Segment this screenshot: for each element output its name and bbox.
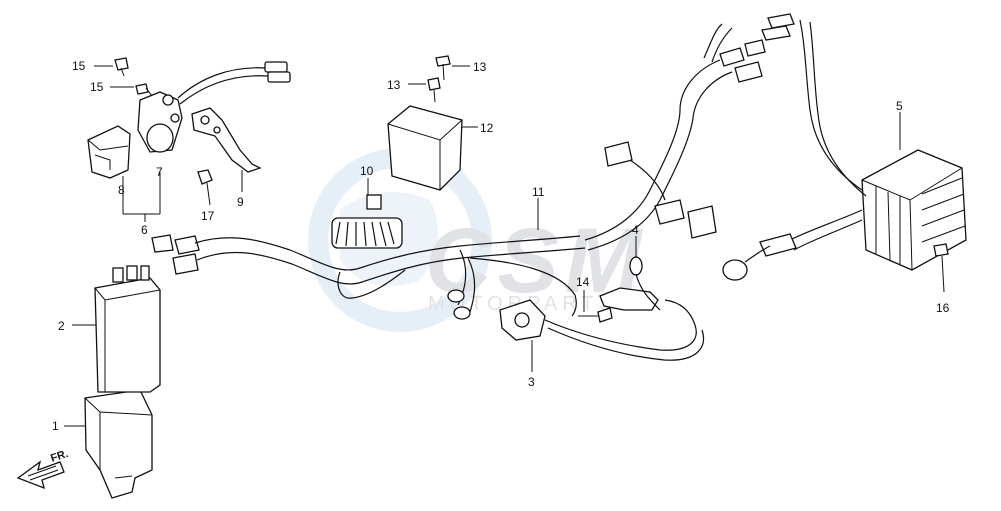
callout-15b: 15	[90, 80, 104, 94]
callout-17: 17	[201, 209, 215, 223]
callout-11: 11	[532, 185, 545, 199]
callout-10: 10	[360, 164, 374, 178]
part-14-bolt	[578, 290, 613, 323]
part-5-regulator	[722, 13, 967, 281]
part-1-holder	[64, 389, 153, 499]
callout-3: 3	[528, 375, 535, 389]
part-3-sensor	[469, 257, 704, 372]
callout-13b: 13	[387, 78, 401, 92]
front-arrow-label: FR.	[49, 448, 70, 465]
callout-13a: 13	[473, 60, 487, 74]
part-13-bolts	[408, 55, 470, 103]
part-11-harness	[151, 23, 766, 320]
callout-12: 12	[480, 121, 494, 135]
front-arrow: FR.	[16, 448, 70, 490]
part-2-module	[72, 265, 161, 393]
part-12-box	[387, 105, 478, 191]
part-17-bolt	[197, 169, 213, 206]
callout-8: 8	[118, 183, 125, 197]
part-10-relay	[331, 178, 403, 249]
callout-7: 7	[156, 165, 163, 179]
part-15-screws	[94, 57, 153, 97]
callout-2: 2	[58, 319, 65, 333]
part-9-bracket	[191, 107, 262, 192]
callout-15a: 15	[72, 59, 86, 73]
callout-4: 4	[632, 223, 639, 237]
callout-1: 1	[52, 419, 59, 433]
callout-9: 9	[237, 195, 244, 209]
part-4-plug-cap	[599, 236, 661, 311]
callout-14: 14	[576, 275, 590, 289]
callout-16: 16	[936, 301, 950, 315]
watermark-logo: CSM MOTORPARTS	[308, 148, 641, 332]
callout-6: 6	[141, 223, 148, 237]
part-6-switch-assembly	[87, 61, 291, 222]
callout-5: 5	[896, 99, 903, 113]
part-16-bolt	[933, 243, 949, 293]
